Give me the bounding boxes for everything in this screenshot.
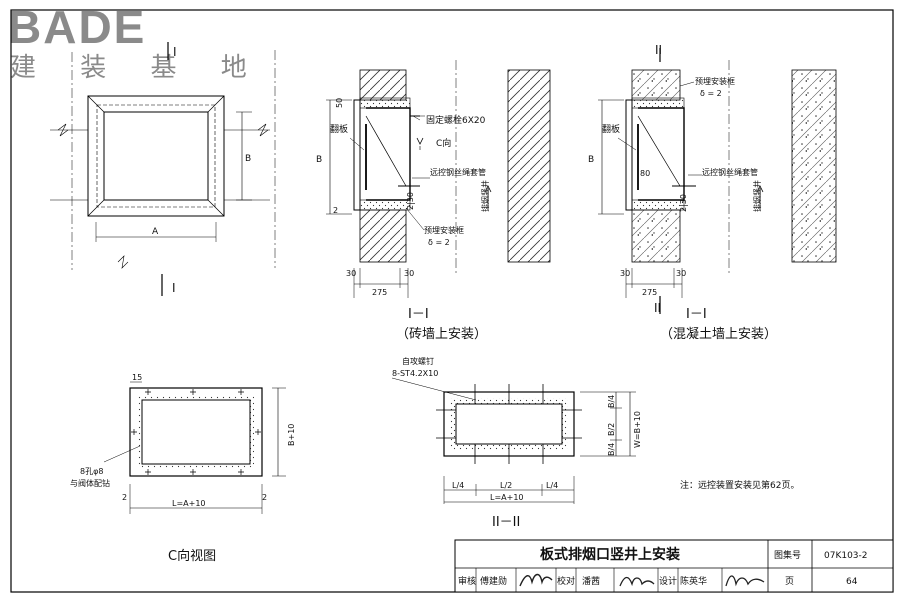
section-ii-drawing: [391, 377, 636, 504]
label-screw-spec: 8-ST4.2X10: [392, 369, 438, 378]
check-name: 潘茜: [582, 575, 600, 587]
dim-b-half: B/2: [607, 423, 616, 436]
design-label: 设计: [659, 575, 677, 587]
caption-concrete-name: （混凝土墙上安装）: [660, 326, 777, 342]
dim-l-half: L/2: [500, 481, 512, 490]
label-shaft-brick: 排烟竖井: [480, 180, 490, 212]
dim-50-brick: 50: [335, 98, 344, 108]
dim-b-concrete: B: [588, 155, 594, 165]
check-label: 校对: [557, 575, 575, 587]
dim-80-concrete: 80: [640, 169, 650, 178]
label-holes-note: 与阀体配钻: [70, 478, 110, 488]
sheet-border: [10, 9, 894, 593]
review-name: 傅建勋: [480, 575, 507, 587]
title-block-title: 板式排烟口竖井上安装: [540, 546, 681, 563]
caption-concrete-code: I－I: [686, 307, 707, 322]
dim-30-concrete-right: 30: [676, 269, 686, 278]
label-self-tap-screw: 自攻螺钉: [402, 356, 434, 366]
dim-w-sec2: W=B+10: [633, 411, 642, 448]
front-view: [50, 42, 276, 296]
dim-30-brick-right: 30: [404, 269, 414, 278]
dim-2-cview-right: 2: [262, 493, 267, 502]
dim-b-brick: B: [316, 155, 322, 165]
caption-brick-name: （砖墙上安装）: [396, 327, 487, 342]
dim-label-a: A: [152, 227, 159, 237]
section-mark-ii-bottom: II: [654, 301, 661, 315]
section-brick-wall: [326, 60, 551, 298]
section-concrete-wall: [598, 48, 837, 314]
title-block: [454, 539, 894, 593]
section-mark-i-bottom: I: [172, 281, 176, 295]
dim-b-plus-10-cview: B+10: [287, 424, 296, 446]
dim-15: 15: [132, 373, 142, 382]
label-embed-frame-brick: 预埋安装框: [424, 225, 464, 235]
label-shaft-concrete: 排烟竖井: [752, 180, 762, 212]
dim-b-quarter-top: B/4: [607, 395, 616, 408]
dim-2-30-concrete: 2|30: [679, 194, 688, 212]
label-flap-concrete: 翻板: [602, 123, 620, 135]
dim-30-brick-left: 30: [346, 269, 356, 278]
design-name: 陈英华: [680, 575, 707, 587]
page-label: 页: [785, 576, 794, 587]
label-bolt: 固定螺栓6X20: [426, 114, 486, 126]
caption-c-view: C向视图: [168, 548, 216, 564]
dim-b-quarter-bottom: B/4: [607, 443, 616, 456]
atlas-label: 图集号: [774, 549, 801, 561]
dim-label-b: B: [245, 154, 251, 164]
dim-275-concrete: 275: [642, 288, 657, 297]
label-cable-tube-concrete: 远控钢丝绳套管: [702, 167, 758, 177]
note-text: 注：远控装置安装见第62页。: [680, 479, 799, 491]
dim-2-cview-left: 2: [122, 493, 127, 502]
logo-brand: BADE: [8, 1, 147, 53]
label-embed-frame-concrete: 预埋安装框: [695, 76, 735, 86]
dim-2-30-brick: 2|30: [406, 192, 415, 210]
c-view-drawing: [103, 381, 286, 514]
caption-sec2: II－II: [492, 515, 520, 530]
caption-brick-code: I－I: [408, 307, 429, 322]
section-mark-i-top: I: [173, 45, 177, 59]
review-label: 审核: [458, 575, 476, 587]
dim-2-brick: 2: [333, 206, 338, 215]
label-delta-concrete: δ = 2: [700, 89, 722, 98]
page-number: 64: [846, 577, 858, 587]
label-cable-tube-brick: 远控钢丝绳套管: [430, 167, 486, 177]
dim-l-sec2: L=A+10: [490, 493, 524, 502]
label-delta-brick: δ = 2: [428, 238, 450, 247]
dim-l-quarter-right: L/4: [546, 481, 558, 490]
label-holes: 8孔φ8: [80, 467, 103, 476]
dim-l-quarter-left: L/4: [452, 481, 464, 490]
dim-275-brick: 275: [372, 288, 387, 297]
section-mark-ii-top: II: [655, 43, 662, 57]
atlas-number: 07K103-2: [824, 551, 868, 561]
label-flap-brick: 翻板: [330, 123, 348, 135]
label-c-direction: C向: [436, 137, 451, 149]
dim-l-cview: L=A+10: [172, 499, 206, 508]
logo-subtitle: 建 装 基 地: [10, 53, 265, 83]
dim-30-concrete-left: 30: [620, 269, 630, 278]
